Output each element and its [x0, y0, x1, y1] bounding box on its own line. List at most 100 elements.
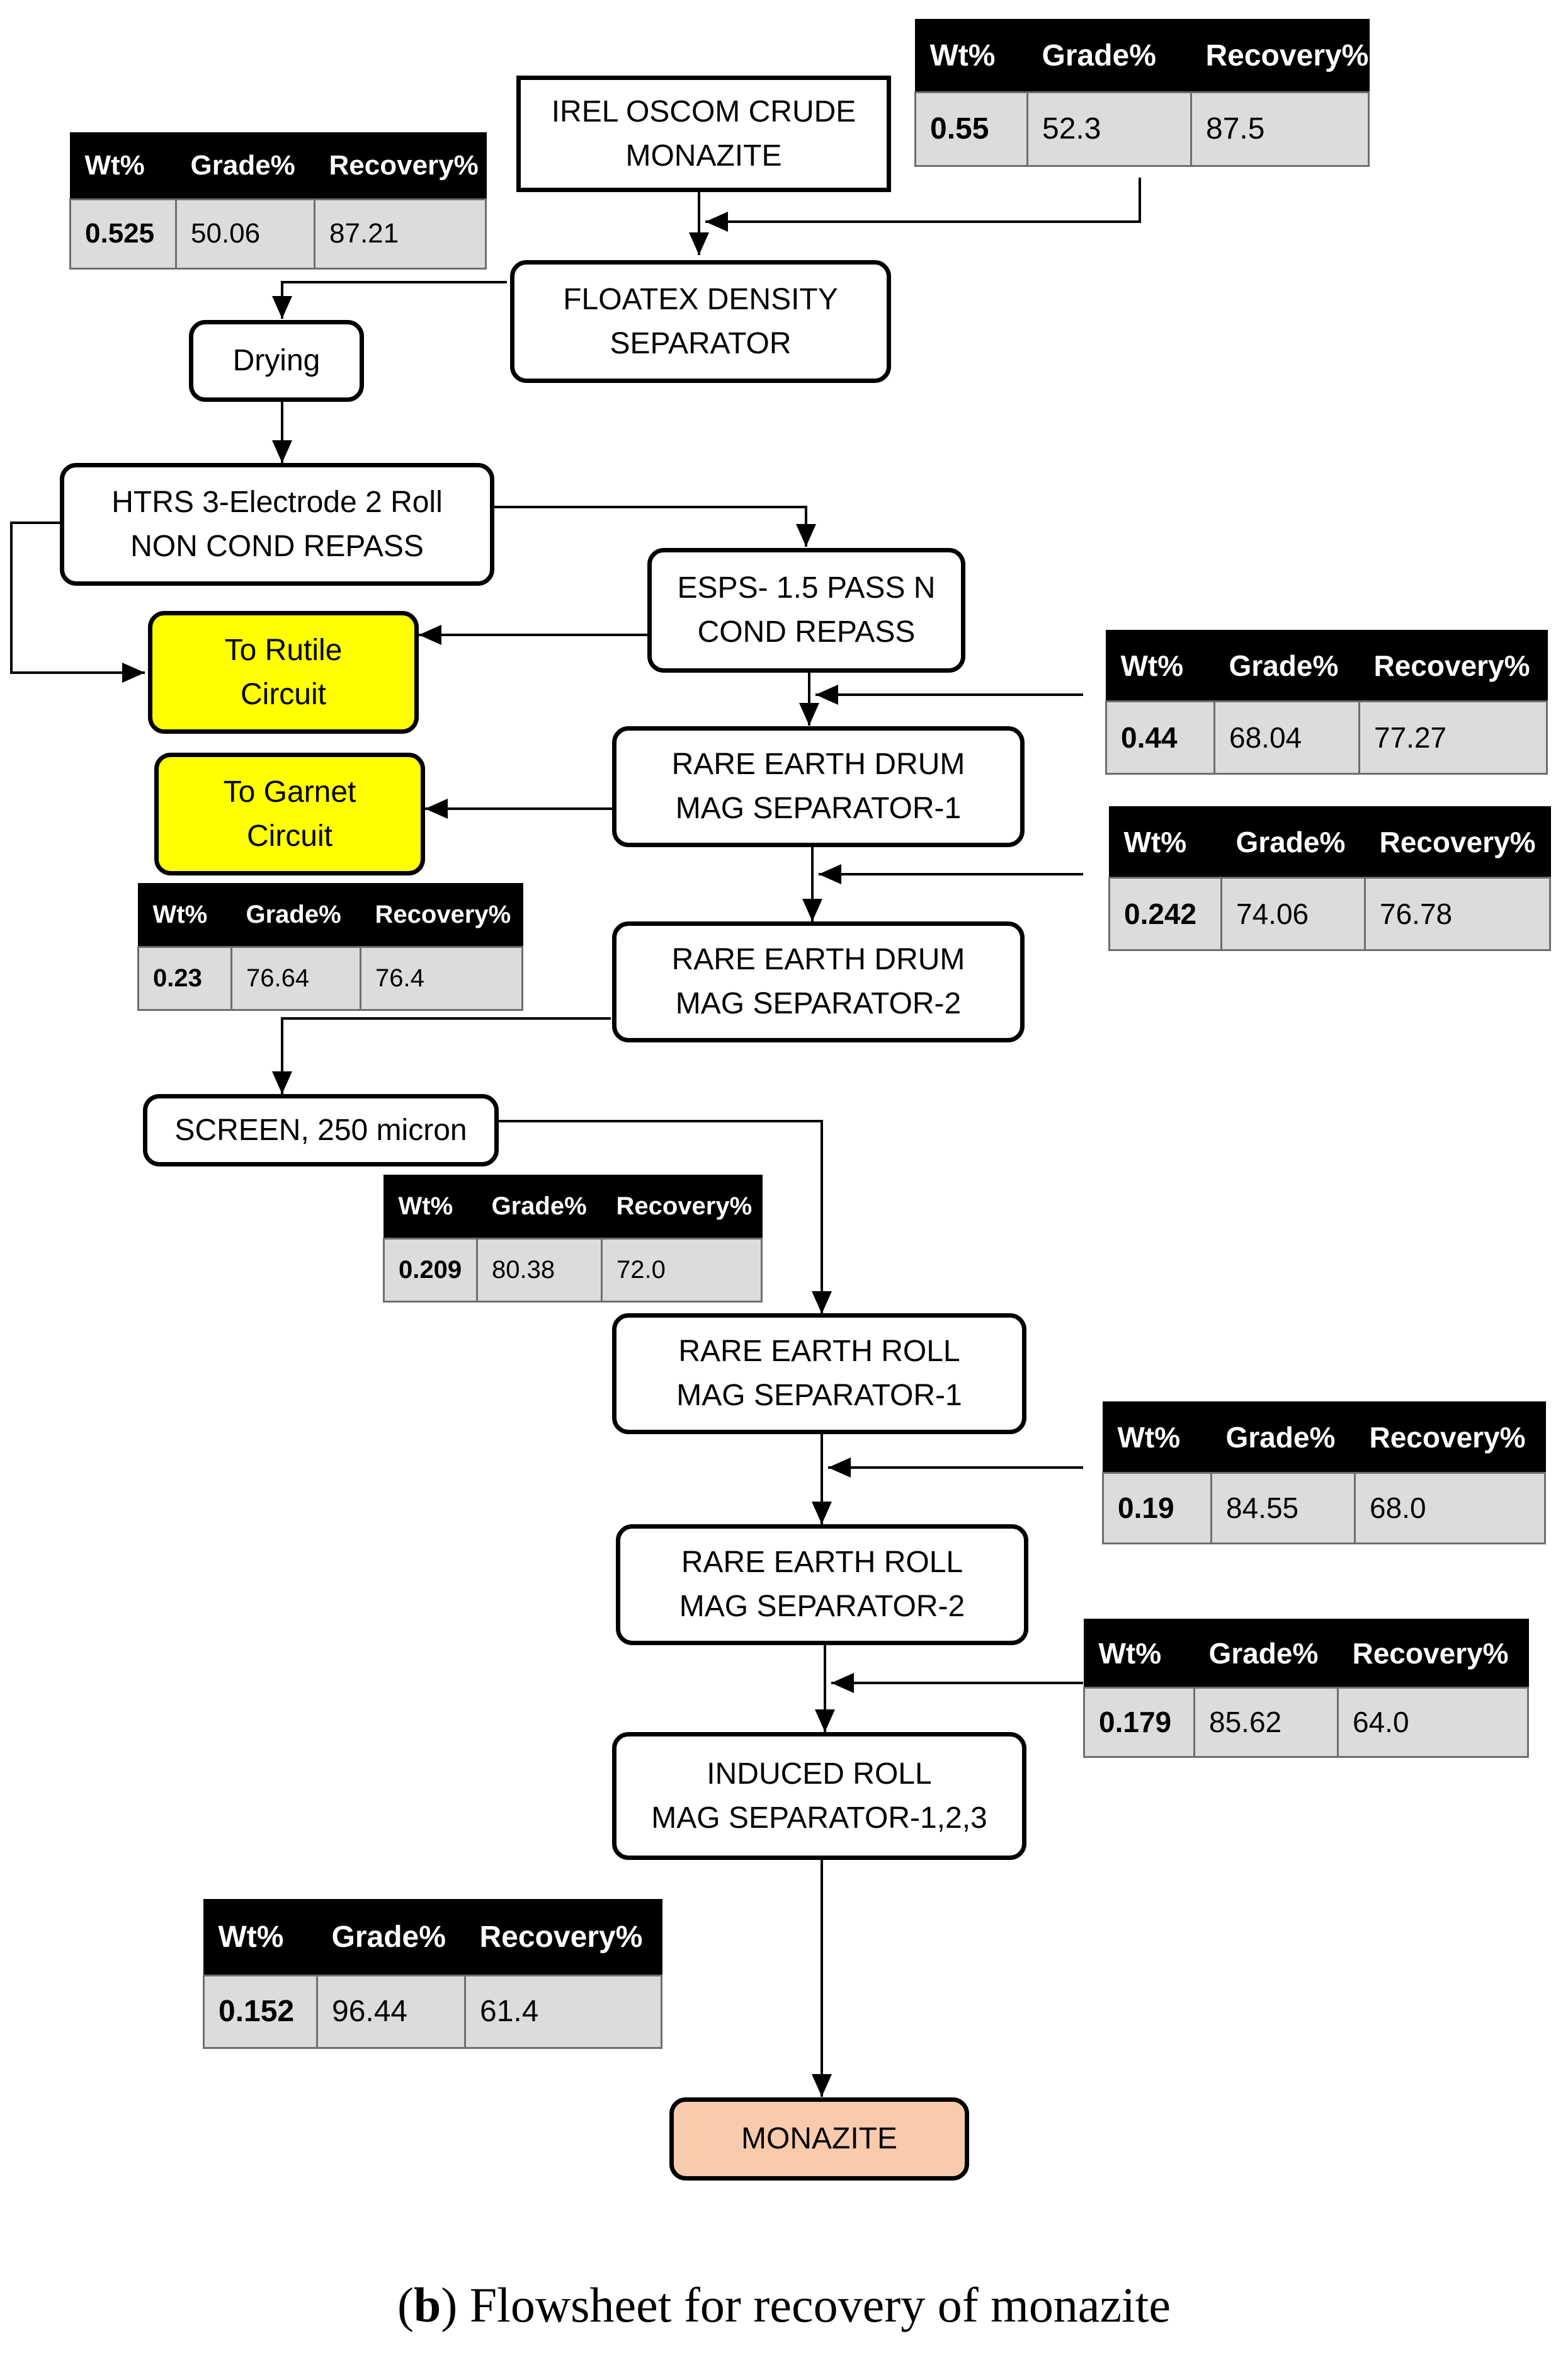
table-header-cell: Wt% [137, 883, 232, 947]
edge-htrs-to-esps [494, 506, 816, 547]
wt-cell: 0.152 [203, 1974, 318, 2049]
table-header-cell: Recovery% [1358, 630, 1548, 702]
edge-htrs-to-rutile [10, 522, 145, 683]
wt-cell: 0.55 [914, 91, 1028, 167]
wt-cell: 0.44 [1105, 700, 1215, 775]
grade-cell: 96.44 [316, 1974, 466, 2049]
recovery-cell: 68.0 [1354, 1471, 1546, 1544]
grade-cell: 76.64 [230, 945, 361, 1011]
node-rare-earth-drum-mag-sep-1: RARE EARTH DRUM MAG SEPARATOR-1 [612, 726, 1025, 847]
table-header-row: Wt%Grade%Recovery% [203, 1899, 662, 1976]
table-header-cell: Grade% [1026, 19, 1192, 93]
edge-drum2-to-screen [272, 1017, 611, 1094]
edge-table-crude-to-floatex-line [705, 178, 1141, 232]
recovery-cell: 64.0 [1337, 1686, 1529, 1758]
table-header-cell: Wt% [1105, 630, 1215, 702]
node-rare-earth-drum-mag-sep-2: RARE EARTH DRUM MAG SEPARATOR-2 [612, 921, 1025, 1042]
recovery-cell: 87.5 [1190, 91, 1370, 167]
table-header-row: Wt%Grade%Recovery% [1083, 1619, 1529, 1688]
table-header-cell: Wt% [1102, 1401, 1212, 1473]
grade-cell: 84.55 [1210, 1471, 1356, 1544]
grade-cell: 80.38 [476, 1237, 603, 1303]
table-header-cell: Recovery% [1337, 1619, 1529, 1688]
table-header-cell: Wt% [1083, 1619, 1195, 1688]
node-induced-roll-mag-sep: INDUCED ROLL MAG SEPARATOR-1,2,3 [612, 1732, 1026, 1860]
table-header-cell: Recovery% [314, 132, 487, 200]
table-header-cell: Recovery% [1354, 1401, 1546, 1473]
node-drying: Drying [189, 320, 364, 402]
table-header-row: Wt%Grade%Recovery% [914, 19, 1370, 93]
table-header-cell: Grade% [175, 132, 315, 200]
grade-cell: 74.06 [1220, 876, 1366, 951]
caption-label: b [413, 2278, 441, 2332]
node-rare-earth-roll-mag-sep-1: RARE EARTH ROLL MAG SEPARATOR-1 [612, 1313, 1026, 1434]
node-rare-earth-roll-mag-sep-2: RARE EARTH ROLL MAG SEPARATOR-2 [616, 1524, 1028, 1645]
edge-screen-to-roll1 [497, 1120, 832, 1314]
wt-cell: 0.179 [1083, 1686, 1195, 1758]
table-header-cell: Recovery% [464, 1899, 662, 1976]
table-header-row: Wt%Grade%Recovery% [137, 883, 523, 947]
edge-floatex-to-drying [272, 281, 507, 319]
table-header-cell: Grade% [1220, 806, 1366, 878]
node-esps-cond-repass: ESPS- 1.5 PASS N COND REPASS [647, 548, 965, 673]
wt-cell: 0.525 [69, 198, 177, 270]
recovery-cell: 72.0 [601, 1237, 763, 1303]
table-header-cell: Wt% [383, 1175, 478, 1239]
recovery-cell: 76.78 [1364, 876, 1551, 951]
recovery-cell: 87.21 [314, 198, 487, 270]
caption-text: Flowsheet for recovery of monazite [457, 2278, 1171, 2332]
recovery-cell: 77.27 [1358, 700, 1548, 775]
grade-cell: 52.3 [1026, 91, 1192, 167]
table-header-row: Wt%Grade%Recovery% [1105, 630, 1548, 702]
table-header-cell: Wt% [69, 132, 177, 200]
table-header-row: Wt%Grade%Recovery% [1108, 806, 1551, 878]
grade-cell: 85.62 [1193, 1686, 1339, 1758]
table-header-cell: Recovery% [1190, 19, 1370, 93]
table-header-cell: Grade% [1210, 1401, 1356, 1473]
table-header-cell: Wt% [203, 1899, 318, 1976]
node-to-rutile-circuit: To Rutile Circuit [148, 611, 419, 734]
table-header-cell: Grade% [1213, 630, 1360, 702]
table-header-row: Wt%Grade%Recovery% [383, 1175, 763, 1239]
table-header-cell: Recovery% [360, 883, 523, 947]
table-header-cell: Grade% [316, 1899, 466, 1976]
node-to-garnet-circuit: To Garnet Circuit [154, 753, 425, 875]
wt-cell: 0.23 [137, 945, 232, 1011]
recovery-cell: 76.4 [360, 945, 523, 1011]
recovery-cell: 61.4 [464, 1974, 662, 2049]
node-monazite-product: MONAZITE [669, 2097, 969, 2181]
table-header-cell: Recovery% [1364, 806, 1551, 878]
node-irel-oscom-crude-monazite: IREL OSCOM CRUDE MONAZITE [516, 76, 891, 192]
wt-cell: 0.242 [1108, 876, 1222, 951]
wt-cell: 0.209 [383, 1237, 478, 1303]
grade-cell: 68.04 [1213, 700, 1360, 775]
grade-cell: 50.06 [175, 198, 315, 270]
node-floatex-density-separator: FLOATEX DENSITY SEPARATOR [510, 260, 891, 383]
node-htrs-3-electrode: HTRS 3-Electrode 2 Roll NON COND REPASS [60, 463, 494, 586]
table-header-row: Wt%Grade%Recovery% [69, 132, 487, 200]
table-header-cell: Grade% [476, 1175, 603, 1239]
caption: (b) Flowsheet for recovery of monazite [397, 2278, 1171, 2332]
table-header-cell: Grade% [230, 883, 361, 947]
node-screen-250-micron: SCREEN, 250 micron [143, 1094, 499, 1166]
